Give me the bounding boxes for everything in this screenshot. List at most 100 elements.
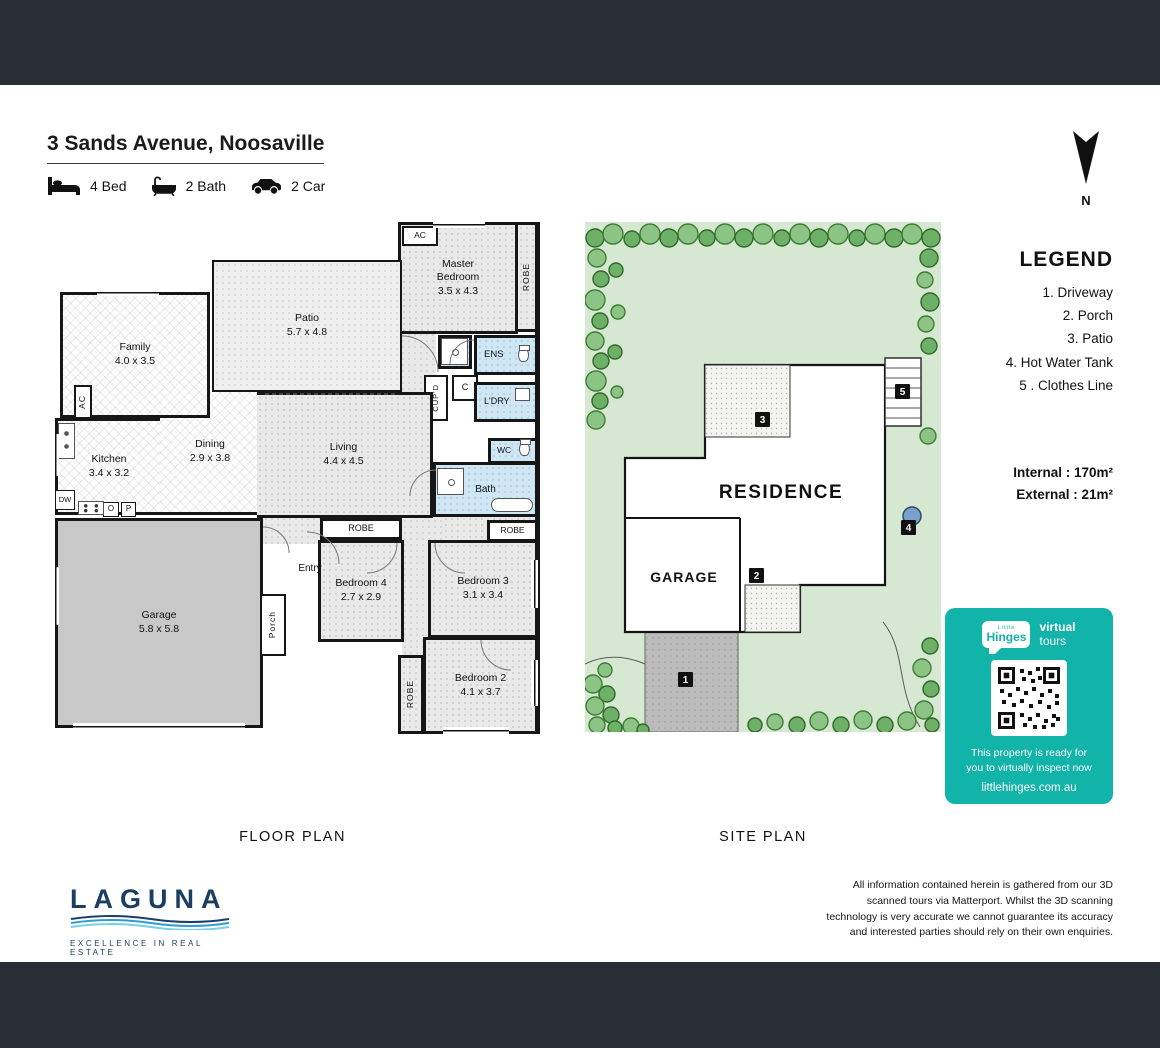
legend-item: 5 . Clothes Line	[1019, 377, 1113, 393]
toilet-icon	[519, 439, 531, 456]
window	[443, 727, 509, 734]
cooktop-icon	[78, 501, 104, 515]
marker-clothes-line	[895, 384, 910, 399]
room-porch: Porch	[260, 594, 286, 656]
bed-icon	[47, 176, 81, 196]
site-markers: 1 2 3 4 5	[678, 384, 916, 687]
window	[433, 222, 485, 228]
virtual-tour-website: littlehinges.com.au	[981, 782, 1077, 794]
feature-cars-label: 2 Car	[291, 178, 326, 194]
room-label: WC	[497, 445, 512, 456]
legend-item: 4. Hot Water Tank	[1005, 354, 1113, 370]
room-label: ROBE	[405, 680, 416, 709]
laguna-logo: LAGUNA EXCELLENCE IN REAL ESTATE	[70, 884, 240, 957]
garage-label: GARAGE	[650, 569, 717, 585]
room-label: O	[107, 504, 115, 514]
disclaimer: All information contained herein is gath…	[826, 879, 1113, 939]
north-arrow: N	[1066, 130, 1106, 208]
room-label: Living 4.4 x 4.5	[323, 441, 364, 467]
marker-number: 3	[760, 415, 766, 426]
legend-item: 1. Driveway	[1042, 285, 1113, 300]
marker-number: 5	[900, 387, 906, 398]
wordmark-line: virtual	[1039, 620, 1076, 635]
legend: LEGEND 1. Driveway 2. Porch 3. Patio 4. …	[883, 248, 1113, 397]
speech-bubble-icon: Little Hinges	[982, 621, 1031, 654]
property-features: 4 Bed 2 Bath 2 Car	[47, 176, 325, 196]
external-area: External : 21m²	[1016, 487, 1113, 503]
floor-plan-section-label: FLOOR PLAN	[239, 829, 346, 845]
garage-door	[73, 723, 245, 731]
room-label: Garage 5.8 x 5.8	[138, 609, 180, 635]
room-label: C	[461, 382, 469, 393]
floor-plan: Master Bedroom 3.5 x 4.3 ROBE AC ENS CUP…	[45, 222, 540, 734]
room-label: Dining 2.9 x 3.8	[189, 438, 231, 464]
garden-edge	[584, 656, 646, 665]
feature-cars: 2 Car	[250, 177, 325, 195]
window	[52, 434, 59, 476]
room-dining: Dining 2.9 x 3.8	[160, 392, 260, 515]
dishwasher: DW	[55, 490, 75, 510]
window	[531, 560, 538, 608]
room-ensuite: ENS	[474, 335, 538, 375]
room-bedroom-3: Bedroom 3 3.1 x 3.4	[428, 540, 538, 638]
area-summary: Internal : 170m² External : 21m²	[883, 462, 1113, 507]
marker-number: 4	[906, 523, 912, 534]
kitchen-sink-icon	[58, 423, 75, 459]
room-label: Master Bedroom 3.5 x 4.3	[436, 257, 480, 297]
pantry: P	[121, 502, 136, 517]
room-patio: Patio 5.7 x 4.8	[212, 260, 402, 392]
room-label: Bedroom 3 3.1 x 3.4	[457, 575, 509, 601]
internal-area: Internal : 170m²	[1013, 465, 1113, 480]
room-living: Living 4.4 x 4.5	[257, 392, 433, 518]
room-label: ENS	[484, 348, 504, 360]
marker-hot-water	[901, 520, 916, 535]
room-label: AC	[414, 230, 426, 241]
bottom-bar	[0, 962, 1160, 1048]
bath-icon	[151, 176, 177, 196]
room-label: P	[125, 504, 132, 514]
site-plan-drawing: 1 2 3 4 5 RESIDENCE GARAGE	[583, 222, 941, 737]
north-label: N	[1081, 193, 1091, 208]
ac-unit: AC	[74, 385, 92, 419]
room-robe: ROBE	[320, 518, 402, 540]
toilet-icon	[518, 345, 530, 362]
feature-beds: 4 Bed	[47, 176, 127, 196]
site-plan: 1 2 3 4 5 RESIDENCE GARAGE	[583, 222, 941, 737]
room-label: Family 4.0 x 3.5	[114, 341, 156, 367]
porch-area	[744, 584, 801, 633]
window	[52, 567, 59, 625]
marker-patio	[755, 412, 770, 427]
shower-icon	[437, 468, 464, 495]
site-plan-section-label: SITE PLAN	[719, 829, 807, 845]
feature-baths: 2 Bath	[151, 176, 226, 196]
north-arrow-icon	[1073, 131, 1099, 184]
legend-item: 3. Patio	[1067, 331, 1113, 347]
ac-unit: AC	[402, 226, 438, 246]
feature-baths-label: 2 Bath	[185, 178, 227, 194]
marker-number: 1	[683, 675, 689, 686]
entry-label: Entry	[298, 562, 322, 574]
legend-item: 2. Porch	[1062, 308, 1113, 324]
marker-number: 2	[754, 571, 760, 582]
room-label: Porch	[267, 611, 278, 639]
legend-title: LEGEND	[1019, 248, 1113, 271]
laguna-waves-icon	[70, 915, 230, 931]
top-bar	[0, 0, 1160, 85]
laguna-tagline: EXCELLENCE IN REAL ESTATE	[70, 939, 203, 957]
room-robe: ROBE	[487, 520, 538, 542]
marker-driveway	[678, 672, 693, 687]
room-label: AC	[77, 395, 88, 409]
room-kitchen: Kitchen 3.4 x 3.2	[55, 418, 160, 515]
room-label: ROBE	[500, 525, 525, 536]
room-label: Bedroom 2 4.1 x 3.7	[454, 671, 507, 698]
virtual-tours-wordmark: virtual tours	[1039, 620, 1076, 648]
feature-beds-label: 4 Bed	[90, 178, 127, 194]
room-bedroom-4: Bedroom 4 2.7 x 2.9	[318, 540, 404, 642]
laundry-tub-icon	[515, 388, 530, 401]
room-garage: Garage 5.8 x 5.8	[55, 518, 263, 728]
laguna-brand-text: LAGUNA	[70, 884, 228, 914]
room-label: DW	[58, 495, 72, 505]
room-label: Patio 5.7 x 4.8	[286, 312, 328, 338]
window	[97, 289, 159, 296]
qr-code	[991, 660, 1067, 736]
